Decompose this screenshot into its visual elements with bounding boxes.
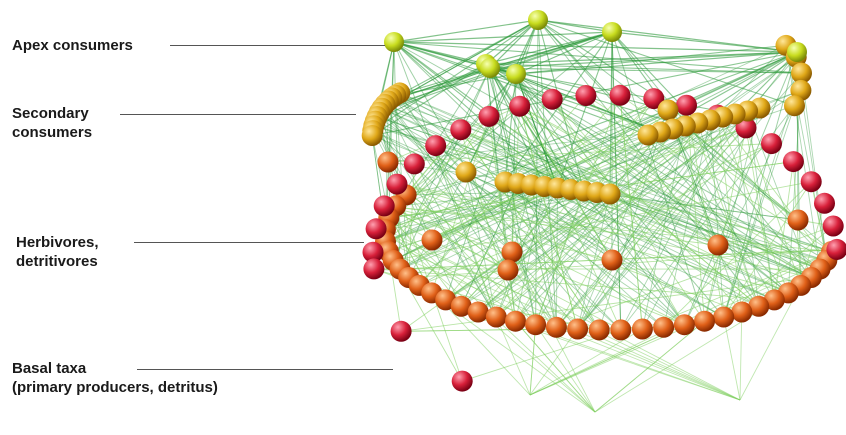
basal-taxon-node [575,85,596,106]
basal-taxon-node [509,96,530,117]
secondary-consumer-node [362,125,383,146]
label-basal-line2: (primary producers, detritus) [12,378,218,397]
basal-taxon-node [391,321,412,342]
basal-taxon-node [542,89,563,110]
herbivore-node [708,235,729,256]
apex-consumer-node [480,58,500,78]
basal-taxon-node [450,119,471,140]
basal-taxon-node [404,153,425,174]
trophic-link [740,312,742,400]
leader-line-herbivores [134,242,364,243]
herbivore-node [525,314,546,335]
herbivore-node [694,311,715,332]
apex-consumer-node [787,42,807,62]
basal-taxon-node [783,151,804,172]
label-secondary-line2: consumers [12,123,92,142]
basal-taxon-node [814,193,835,214]
basal-taxon-node [610,85,631,106]
leader-line-basal [137,369,393,370]
label-herbivores-line1: Herbivores, [16,233,99,252]
herbivore-node [498,260,519,281]
leader-line-apex [170,45,385,46]
herbivore-node [546,317,567,338]
herbivore-node [502,242,523,263]
trophic-link [774,162,793,300]
herbivore-node [567,319,588,340]
herbivore-node [589,319,610,340]
label-secondary-consumers: Secondary consumers [12,104,92,142]
label-basal-taxa: Basal taxa (primary producers, detritus) [12,359,218,397]
label-herbivores-line2: detritivores [16,252,99,271]
basal-taxon-node [676,95,697,116]
secondary-consumer-node [600,184,621,205]
basal-taxon-node [366,218,387,239]
secondary-consumer-node [658,100,679,121]
herbivore-node [378,152,399,173]
herbivore-node [602,250,623,271]
herbivore-node [632,319,653,340]
herbivore-node [505,311,526,332]
secondary-consumer-node [784,95,805,116]
secondary-consumer-node [638,125,659,146]
basal-taxon-node [387,174,408,195]
herbivore-node [610,319,631,340]
herbivore-node [468,302,489,323]
trophic-link [612,32,797,52]
herbivore-node [486,307,507,328]
apex-consumer-node [384,32,404,52]
herbivore-node [674,314,695,335]
apex-consumer-node [506,64,526,84]
basal-taxon-node [761,133,782,154]
herbivore-node [788,210,809,231]
basal-taxon-node [374,195,395,216]
label-herbivores: Herbivores, detritivores [16,233,99,271]
label-apex-line1: Apex consumers [12,36,133,55]
trophic-links [372,20,837,412]
label-secondary-line1: Secondary [12,104,92,123]
basal-taxon-node [801,171,822,192]
apex-consumer-node [602,22,622,42]
herbivore-node [713,307,734,328]
herbivore-node [422,230,443,251]
leader-line-secondary [120,114,356,115]
label-apex-consumers: Apex consumers [12,36,133,55]
basal-taxon-node [823,216,844,237]
basal-taxon-node [363,258,384,279]
apex-consumer-node [528,10,548,30]
secondary-consumer-node [456,162,477,183]
trophic-link [724,317,740,400]
herbivore-node [731,302,752,323]
herbivore-node [653,317,674,338]
basal-taxon-node [425,135,446,156]
basal-taxon-node [479,106,500,127]
basal-taxon-node [452,371,473,392]
